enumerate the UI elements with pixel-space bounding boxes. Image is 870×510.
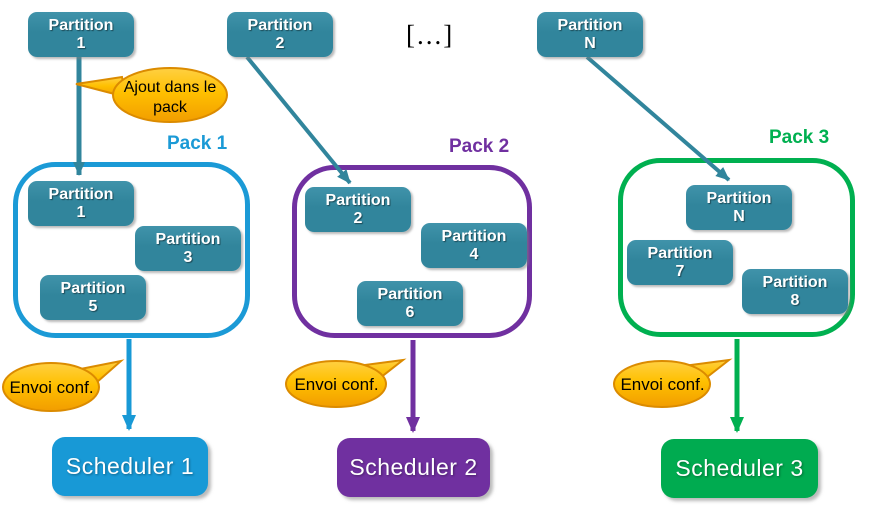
partition-name: Partition xyxy=(557,16,623,34)
partition-pack3-n: Partition N xyxy=(686,185,792,230)
scheduler-3-box: Scheduler 3 xyxy=(661,439,818,498)
pack-2-label: Pack 2 xyxy=(449,136,510,157)
callout-text-envoi-3: Envoi conf. xyxy=(620,375,705,394)
partition-name: Partition xyxy=(155,230,221,248)
partition-source-2: Partition 2 xyxy=(227,12,333,57)
scheduler-1-box: Scheduler 1 xyxy=(52,437,208,496)
scheduler-3-label: Scheduler 3 xyxy=(675,455,804,481)
partition-pack2-2: Partition 2 xyxy=(305,187,411,232)
pack-1-label: Pack 1 xyxy=(167,133,228,154)
partition-name: Partition xyxy=(48,185,114,203)
partition-pack2-6: Partition 6 xyxy=(357,281,463,326)
partition-pack1-5: Partition 5 xyxy=(40,275,146,320)
partition-id: 4 xyxy=(469,245,479,263)
partition-pack3-7: Partition 7 xyxy=(627,240,733,285)
partition-source-n: Partition N xyxy=(537,12,643,57)
partition-id: 3 xyxy=(183,248,193,266)
partition-id: 2 xyxy=(353,209,363,227)
partition-name: Partition xyxy=(762,273,828,291)
partition-name: Partition xyxy=(706,189,772,207)
partition-source-1: Partition 1 xyxy=(28,12,134,57)
partition-name: Partition xyxy=(60,279,126,297)
partition-pack3-8: Partition 8 xyxy=(742,269,848,314)
partition-name: Partition xyxy=(247,16,313,34)
partition-name: Partition xyxy=(441,227,507,245)
partition-id: N xyxy=(584,34,596,52)
partition-id: 6 xyxy=(405,303,415,321)
partition-pack1-3: Partition 3 xyxy=(135,226,241,271)
scheduler-2-label: Scheduler 2 xyxy=(349,454,478,480)
partition-id: 8 xyxy=(790,291,800,309)
partition-id: 1 xyxy=(76,34,86,52)
partition-id: N xyxy=(733,207,745,225)
ellipsis-label: [...] xyxy=(406,20,455,50)
partition-name: Partition xyxy=(377,285,443,303)
partition-id: 1 xyxy=(76,203,86,221)
callout-line: pack xyxy=(153,98,187,116)
partition-name: Partition xyxy=(647,244,713,262)
callout-text-ajout: Ajout dans le pack xyxy=(113,78,227,117)
scheduler-2-box: Scheduler 2 xyxy=(337,438,490,497)
partition-pack1-1: Partition 1 xyxy=(28,181,134,226)
arrow-partitionN-to-pack3 xyxy=(585,55,731,182)
partition-pack2-4: Partition 4 xyxy=(421,223,527,268)
partition-name: Partition xyxy=(48,16,114,34)
scheduler-1-label: Scheduler 1 xyxy=(65,453,195,479)
partition-id: 7 xyxy=(675,262,685,280)
callout-text-envoi-2: Envoi conf. xyxy=(294,375,379,394)
partition-id: 2 xyxy=(275,34,285,52)
arrow-partition2-to-pack2 xyxy=(245,55,352,185)
pack-3-label: Pack 3 xyxy=(769,127,830,148)
callout-text-envoi-1: Envoi conf. xyxy=(9,378,94,397)
callout-line: Ajout dans le xyxy=(123,79,217,96)
partition-id: 5 xyxy=(88,297,98,315)
partition-name: Partition xyxy=(325,191,391,209)
